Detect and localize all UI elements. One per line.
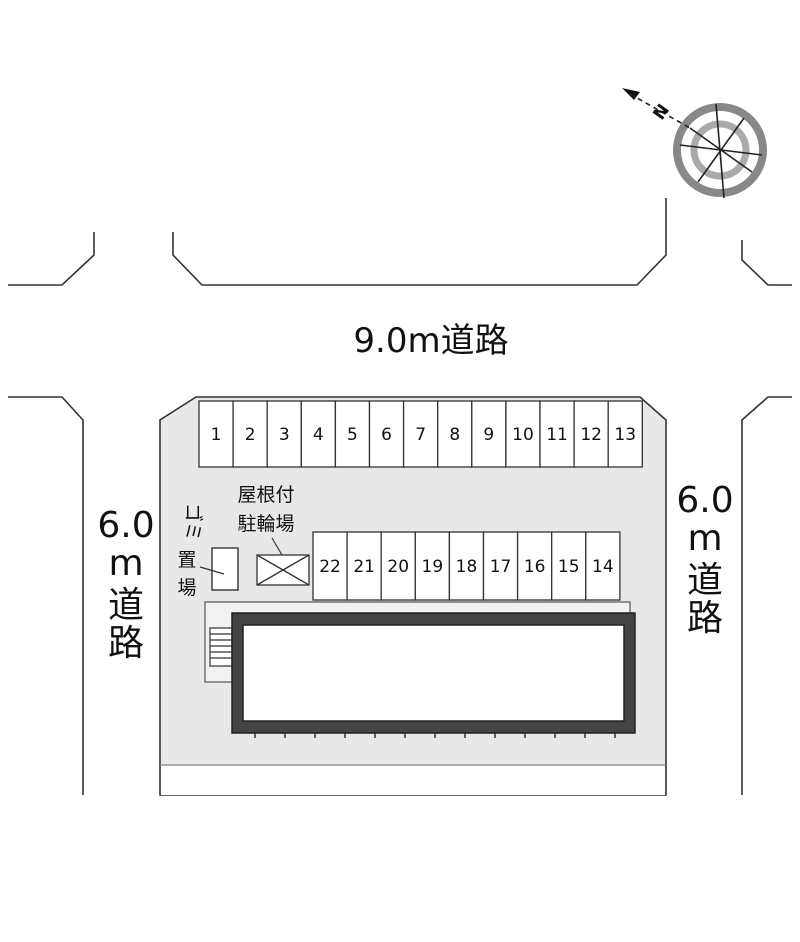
compass-rose-icon: N [622, 88, 767, 199]
parking-slot-number: 13 [614, 425, 636, 445]
parking-slot-13 [607, 400, 643, 468]
road-edge-top-left [8, 232, 95, 286]
parking-slot-number: 11 [546, 425, 568, 445]
parking-slot-4 [300, 400, 337, 468]
parking-slot-21 [346, 531, 382, 601]
parking-slot-number: 20 [387, 557, 409, 577]
parking-slot-number: 12 [580, 425, 602, 445]
road-edge-top-right [741, 240, 792, 286]
lot-bottom-strip [161, 766, 665, 795]
parking-slot-15 [551, 531, 587, 601]
svg-text:m: m [687, 518, 722, 559]
road-edge-left-outer [8, 396, 84, 795]
parking-slot-number: 15 [558, 557, 580, 577]
parking-slot-number: 22 [319, 557, 341, 577]
road-edge-top-middle [172, 198, 667, 286]
parking-slot-number: 5 [347, 425, 358, 445]
garbage-label-line3: 場 [177, 577, 196, 599]
svg-text:6.0: 6.0 [676, 480, 733, 521]
parking-slot-number: 8 [449, 425, 460, 445]
parking-slot-number: 18 [456, 557, 478, 577]
parking-slot-18 [448, 531, 485, 601]
parking-slot-number: 17 [490, 557, 512, 577]
parking-slot-16 [516, 531, 553, 601]
parking-slot-20 [380, 531, 416, 601]
parking-slot-number: 1 [211, 425, 222, 445]
parking-slot-number: 10 [512, 425, 534, 445]
parking-slot-number: 19 [422, 557, 444, 577]
parking-slot-14 [585, 531, 621, 601]
parking-slot-7 [402, 400, 439, 468]
road-label-left: 6.0 m 道 路 [97, 505, 154, 664]
parking-slot-number: 21 [353, 557, 375, 577]
parking-slot-number: 16 [524, 557, 546, 577]
svg-text:道: 道 [687, 560, 723, 601]
garbage-leader-line [199, 566, 225, 575]
parking-slot-number: 7 [415, 425, 426, 445]
road-edge-right-outer [741, 396, 792, 795]
stairs [209, 627, 233, 667]
svg-text:路: 路 [687, 598, 723, 639]
parking-slot-number: 14 [592, 557, 614, 577]
parking-slot-17 [482, 531, 519, 601]
road-label-right: 6.0 m 道 路 [676, 480, 733, 639]
parking-slot-22 [312, 531, 348, 601]
parking-slot-1 [198, 400, 234, 468]
garbage-label-line1: ゴミ [182, 503, 204, 541]
svg-text:道: 道 [108, 585, 144, 626]
bike-parking-label-line2: 駐輪場 [237, 513, 294, 535]
garbage-label-line2: 置 [177, 549, 196, 571]
svg-text:路: 路 [108, 623, 144, 664]
parking-slot-3 [266, 400, 302, 468]
parking-slot-19 [414, 531, 451, 601]
building-window-ticks [254, 733, 616, 738]
parking-slot-number: 4 [313, 425, 324, 445]
road-label-top: 9.0m道路 [353, 321, 508, 361]
bike-parking-leader-line [271, 537, 283, 556]
parking-slot-number: 9 [483, 425, 494, 445]
parking-slot-12 [573, 400, 609, 468]
road-edges [8, 198, 792, 795]
building-interior [242, 624, 625, 722]
parking-slot-10 [505, 400, 541, 468]
parking-slot-5 [334, 400, 371, 468]
parking-row-bottom: 22 21 20 19 18 17 16 15 14 [312, 531, 621, 601]
parking-slot-8 [437, 400, 473, 468]
compass-north-letter: N [649, 101, 674, 124]
bike-parking-label-line1: 屋根付 [237, 484, 294, 506]
bike-parking-symbol [256, 554, 310, 586]
svg-text:6.0: 6.0 [97, 505, 154, 546]
garbage-area-box [211, 547, 239, 591]
parking-slot-number: 6 [381, 425, 392, 445]
parking-slot-6 [368, 400, 405, 468]
parking-slot-11 [539, 400, 575, 468]
svg-text:m: m [108, 543, 143, 584]
parking-slot-number: 2 [245, 425, 256, 445]
parking-slot-number: 3 [279, 425, 290, 445]
